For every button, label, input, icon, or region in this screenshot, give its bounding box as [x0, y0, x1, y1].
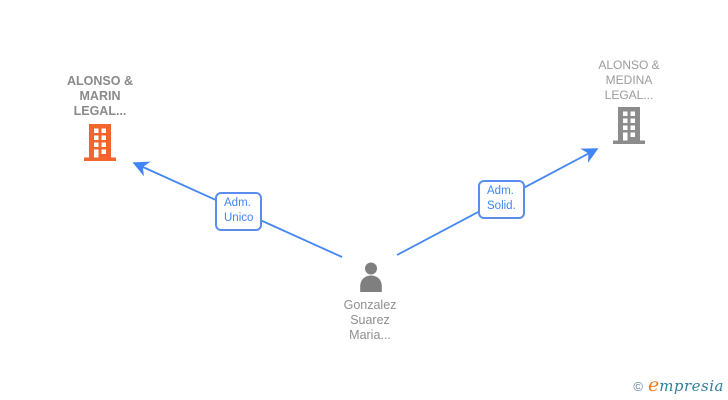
node-label-person[interactable]: Gonzalez Suarez Maria...	[300, 298, 440, 343]
company-left-name-line2: MARIN	[79, 89, 121, 103]
person-name-line1: Gonzalez	[343, 298, 397, 312]
brand-rest: mpresia	[659, 377, 724, 395]
edge-label-adm-solid: Adm. Solid.	[478, 180, 525, 219]
edge-label-line2: Solid.	[487, 200, 516, 212]
node-label-company-right[interactable]: ALONSO & MEDINA LEGAL...	[559, 58, 699, 103]
empresia-logo[interactable]: © empresia	[633, 374, 724, 396]
company-right-name-line3: LEGAL...	[604, 88, 654, 102]
person-icon[interactable]	[357, 262, 385, 297]
edge-label-adm-unico: Adm. Unico	[215, 192, 263, 231]
company-right-name-line1: ALONSO &	[598, 58, 660, 72]
edge-label-line1: Adm.	[487, 185, 514, 197]
node-label-company-left[interactable]: ALONSO & MARIN LEGAL...	[30, 74, 170, 119]
copyright-icon: ©	[633, 379, 643, 394]
edge-label-line1: Adm.	[224, 197, 251, 209]
edge-label-line2: Unico	[224, 212, 254, 224]
brand-initial: e	[647, 374, 660, 396]
person-name-line3: Maria...	[349, 328, 391, 342]
company-left-name-line3: LEGAL...	[73, 104, 127, 118]
company-right-name-line2: MEDINA	[605, 73, 653, 87]
building-icon[interactable]	[83, 124, 117, 166]
brand-wordmark: empresia	[648, 374, 724, 396]
company-left-name-line1: ALONSO &	[67, 74, 133, 88]
person-name-line2: Suarez	[350, 313, 390, 327]
building-icon[interactable]	[612, 107, 646, 149]
